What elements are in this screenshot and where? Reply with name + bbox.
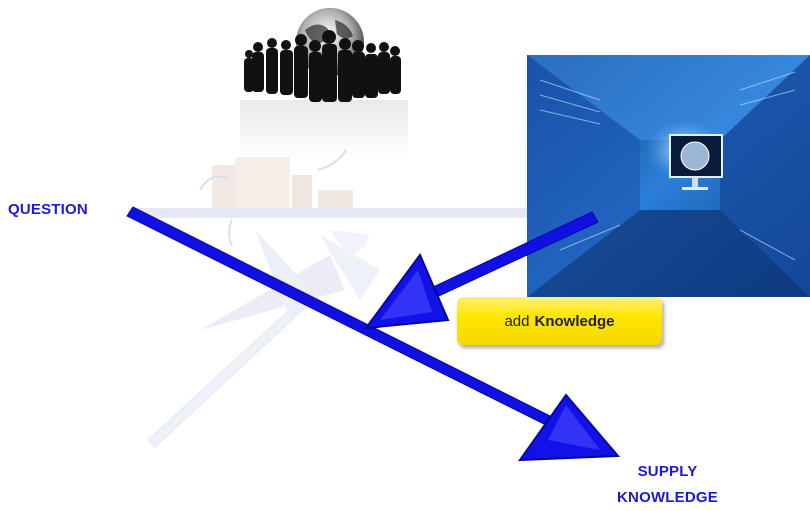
callout-keyword: Knowledge	[534, 312, 615, 330]
supply-knowledge-label: SUPPLY KNOWLEDGE	[610, 459, 725, 511]
add-knowledge-callout: add Knowledge	[457, 297, 662, 345]
people-globe-illustration	[240, 8, 408, 160]
question-label: QUESTION	[8, 201, 88, 218]
faded-buildings-illustration	[199, 149, 353, 247]
question-band	[128, 208, 588, 218]
callout-prefix: add	[504, 312, 530, 330]
digital-tech-monitor-photo	[527, 55, 810, 297]
knowledge-input-arrow	[363, 211, 599, 330]
supply-label-line1: SUPPLY	[637, 463, 698, 480]
supply-label-line2: KNOWLEDGE	[617, 489, 718, 506]
faded-background-arrows	[147, 230, 380, 448]
question-to-supply-arrow	[126, 206, 621, 462]
